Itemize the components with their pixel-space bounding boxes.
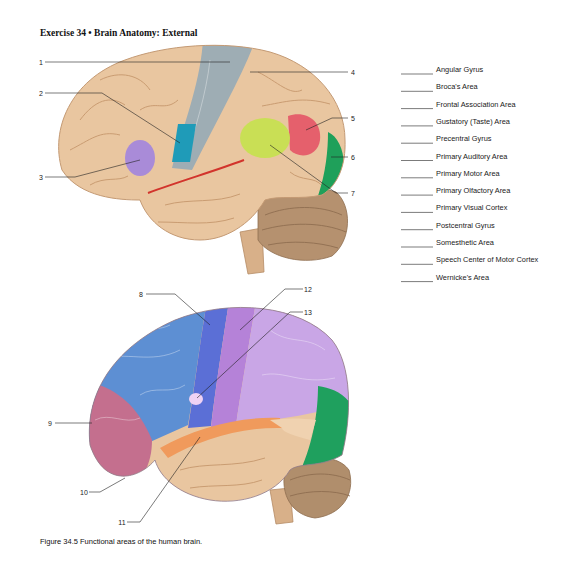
cerebrum-outline <box>59 45 345 240</box>
angular-region <box>288 114 320 155</box>
answer-blank <box>401 264 433 265</box>
leader-line <box>331 157 348 158</box>
gyrus-line <box>140 100 178 110</box>
answer-blank <box>401 229 433 230</box>
speech-motor-region <box>172 124 196 162</box>
gyrus-line <box>165 194 240 205</box>
term-label: Primary Auditory Area <box>436 153 507 160</box>
term-label: Speech Center of Motor Cortex <box>436 257 538 264</box>
precentral-band <box>172 38 254 170</box>
callout-number: 4 <box>351 69 355 76</box>
term-label: Precentral Gyrus <box>436 135 491 142</box>
lateral-sulcus <box>148 160 244 193</box>
leader-line <box>45 93 180 143</box>
cerebellum-fold <box>262 224 346 232</box>
term-label: Primary Olfactory Area <box>436 187 510 194</box>
cerebrum-surface <box>40 30 360 260</box>
answer-blank <box>401 160 433 161</box>
leader-line <box>45 160 140 177</box>
leader-line <box>250 72 348 73</box>
answer-blank <box>401 212 433 213</box>
term-label: Primary Motor Area <box>436 170 500 177</box>
auditory-strip <box>160 418 282 458</box>
broca-region <box>125 140 155 176</box>
wernicke-region <box>240 118 290 158</box>
gyrus-line <box>180 458 265 470</box>
leader-line <box>240 289 303 330</box>
gyrus-line <box>262 100 330 106</box>
callout-number: 5 <box>351 115 355 122</box>
callout-number: 9 <box>48 420 52 427</box>
gyrus-line <box>140 385 185 395</box>
callout-number: 11 <box>118 519 125 526</box>
term-label: Postcentral Gyrus <box>436 222 495 229</box>
callout-number: 12 <box>304 286 312 293</box>
leader-line <box>146 294 210 325</box>
callout-number: 1 <box>39 59 43 66</box>
leader-line <box>55 423 92 424</box>
answer-blank <box>401 281 433 282</box>
leader-line <box>89 478 125 492</box>
answer-blank <box>401 177 433 178</box>
answer-blank <box>401 74 433 75</box>
figure-caption: Figure 34.5 Functional areas of the huma… <box>40 537 202 546</box>
cerebrum-bottom <box>70 290 370 520</box>
gyrus-line <box>70 134 120 150</box>
answer-blanks <box>401 74 433 282</box>
gyrus-line <box>262 374 335 380</box>
gyrus-line <box>270 330 325 350</box>
cerebellum-fold <box>290 492 350 497</box>
term-label: Primary Visual Cortex <box>436 205 507 212</box>
gyrus-line <box>100 350 180 360</box>
answer-blank <box>401 195 433 196</box>
cerebrum-top <box>40 30 360 260</box>
callout-number: 10 <box>80 489 88 496</box>
term-label: Angular Gyrus <box>436 66 483 73</box>
cerebellum-fold <box>265 208 342 216</box>
callout-number: 3 <box>39 174 43 181</box>
leader-line <box>45 62 230 63</box>
callout-number: 8 <box>139 291 143 298</box>
term-label: Broca's Area <box>436 84 478 91</box>
visual-region <box>318 132 344 196</box>
answer-blank <box>401 91 433 92</box>
gyrus-line <box>95 417 140 420</box>
gyrus-line <box>190 480 262 488</box>
gyrus-line <box>258 72 302 91</box>
cerebrum-surface <box>70 290 370 520</box>
callout-number: 13 <box>304 309 312 316</box>
prefrontal-region <box>70 378 152 494</box>
gyrus-line <box>100 75 150 90</box>
cerebellum-fold <box>268 242 338 248</box>
answer-blank <box>401 125 433 126</box>
temporal-highlight <box>270 419 316 441</box>
callout-number: 2 <box>39 90 43 97</box>
gyrus-line <box>90 176 128 185</box>
callout-number: 6 <box>351 154 355 161</box>
gyrus-line <box>158 218 234 223</box>
gyrus-line <box>80 100 125 120</box>
leader-lines <box>45 62 348 522</box>
cerebrum-outline <box>89 307 348 501</box>
leader-line <box>270 145 348 193</box>
gyrus-line <box>110 325 170 330</box>
term-label: Somesthetic Area <box>436 239 494 246</box>
cerebellum-fold <box>290 474 350 480</box>
answer-blank <box>401 108 433 109</box>
page-title: Exercise 34 • Brain Anatomy: External <box>40 28 198 38</box>
answer-blank <box>401 143 433 144</box>
term-label: Gustatory (Taste) Area <box>436 118 510 125</box>
leader-line <box>197 312 303 398</box>
answer-blank <box>401 247 433 248</box>
callout-number: 7 <box>351 190 355 197</box>
term-label: Frontal Association Area <box>436 101 516 108</box>
leader-line <box>127 437 200 522</box>
leader-line <box>306 118 348 130</box>
term-label: Wernicke's Area <box>436 274 489 281</box>
